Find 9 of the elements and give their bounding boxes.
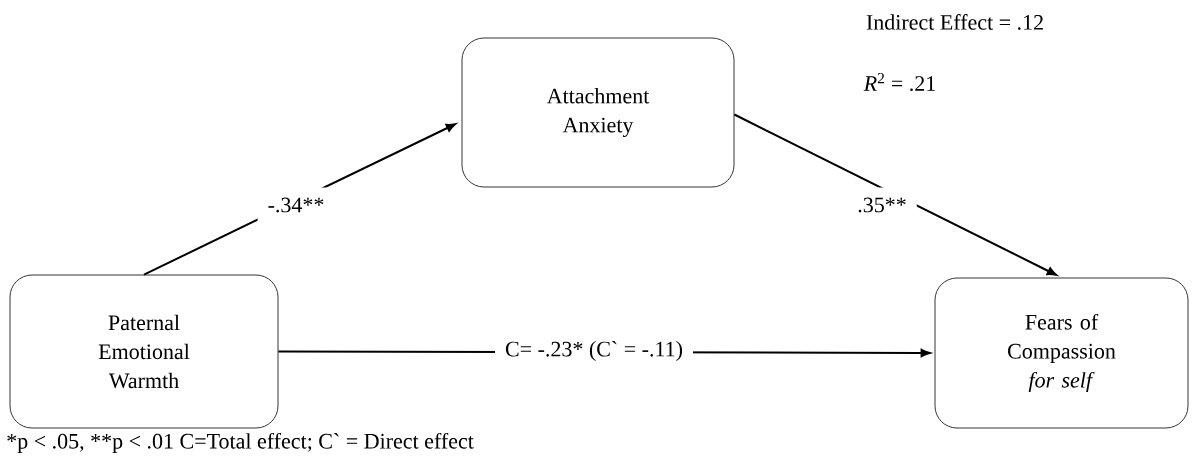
variable-box: Attachment Anxiety: [461, 37, 735, 188]
note-text: Indirect Effect = .12: [866, 14, 1043, 30]
variable-box: Fears of Compassion for self: [934, 277, 1189, 429]
edge-label: C= -.23* (C` = -.11): [495, 331, 693, 371]
arrow: [733, 113, 1057, 276]
edge-label: -.34**: [257, 187, 335, 223]
variable-box: Paternal Emotional Warmth: [9, 274, 279, 429]
note-text: R$^{2}$ = .21: [863, 73, 935, 91]
edge-label: .35**: [847, 187, 917, 223]
